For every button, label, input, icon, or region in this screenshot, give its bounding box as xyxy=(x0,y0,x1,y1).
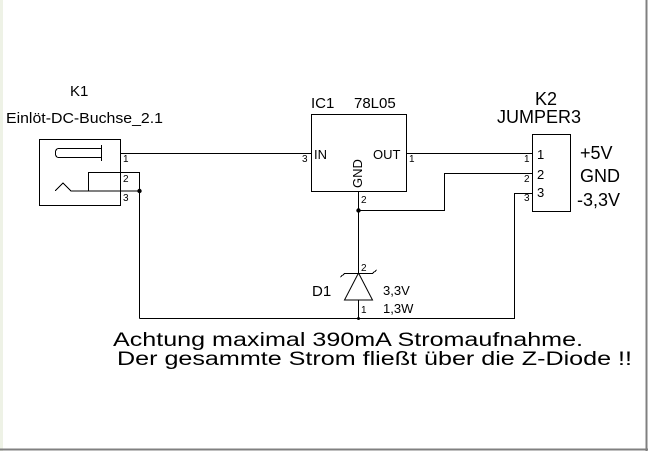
k1-dc-jack: K1 Einlöt-DC-Buchse_2.1 1 2 3 xyxy=(6,83,163,319)
note-line-1: Achtung maximal 390mA Stromaufnahme. xyxy=(113,330,583,351)
k2-label-5v: +5V xyxy=(580,143,613,163)
k2-name: JUMPER3 xyxy=(497,107,581,127)
k2-jumper: K2 JUMPER3 1 2 3 1 2 3 +5V GND -3,3V xyxy=(497,89,620,212)
k2-ref: K2 xyxy=(535,89,557,109)
k1-pin2: 2 xyxy=(123,174,129,185)
junction-dot xyxy=(356,208,361,213)
ic1-out-label: OUT xyxy=(373,147,401,162)
ic1-gnd-label: GND xyxy=(350,159,365,188)
ic1-pin-gnd: 2 xyxy=(361,195,367,206)
k2-body xyxy=(532,134,571,212)
jack-spring-icon xyxy=(54,172,140,319)
left-border xyxy=(0,0,3,451)
k1-pin3: 3 xyxy=(123,193,129,204)
ic1-value: 78L05 xyxy=(354,95,396,112)
ic1-pin-out: 1 xyxy=(409,154,415,165)
junction-dot xyxy=(137,188,142,194)
d1-voltage: 3,3V xyxy=(383,283,410,298)
k1-pin1: 1 xyxy=(123,154,129,165)
ic1-ref: IC1 xyxy=(311,95,334,112)
d1-pin2: 2 xyxy=(361,263,367,274)
jack-pin-icon xyxy=(54,145,102,161)
k2-pin2-num: 2 xyxy=(524,174,530,185)
junction-dot xyxy=(357,317,360,320)
k1-ref: K1 xyxy=(70,83,88,100)
k1-name: Einlöt-DC-Buchse_2.1 xyxy=(6,110,163,127)
d1-ref: D1 xyxy=(312,283,331,300)
k2-pin3-num: 3 xyxy=(524,193,530,204)
k2-pin1-num: 1 xyxy=(524,154,530,165)
d1-pin1: 1 xyxy=(361,305,367,316)
k2-pin3: 3 xyxy=(537,185,544,200)
k2-pin2: 2 xyxy=(537,167,544,182)
note-line-2: Der gesammte Strom fließt über die Z-Dio… xyxy=(117,349,632,370)
d1-power: 1,3W xyxy=(383,301,414,316)
wire-minus xyxy=(139,193,533,319)
k2-label-gnd: GND xyxy=(580,166,620,186)
k2-label-minus: -3,3V xyxy=(577,190,620,210)
ic1-regulator: IC1 78L05 IN OUT GND 3 1 2 xyxy=(302,95,415,206)
zener-diode-icon xyxy=(343,271,374,301)
ic1-in-label: IN xyxy=(314,147,327,162)
ic1-body xyxy=(311,114,407,192)
zener-bar-icon xyxy=(340,269,377,278)
k2-pin1: 1 xyxy=(537,147,544,162)
ic1-pin-in: 3 xyxy=(302,154,308,165)
d1-zener: D1 3,3V 1,3W 2 1 xyxy=(312,263,414,316)
